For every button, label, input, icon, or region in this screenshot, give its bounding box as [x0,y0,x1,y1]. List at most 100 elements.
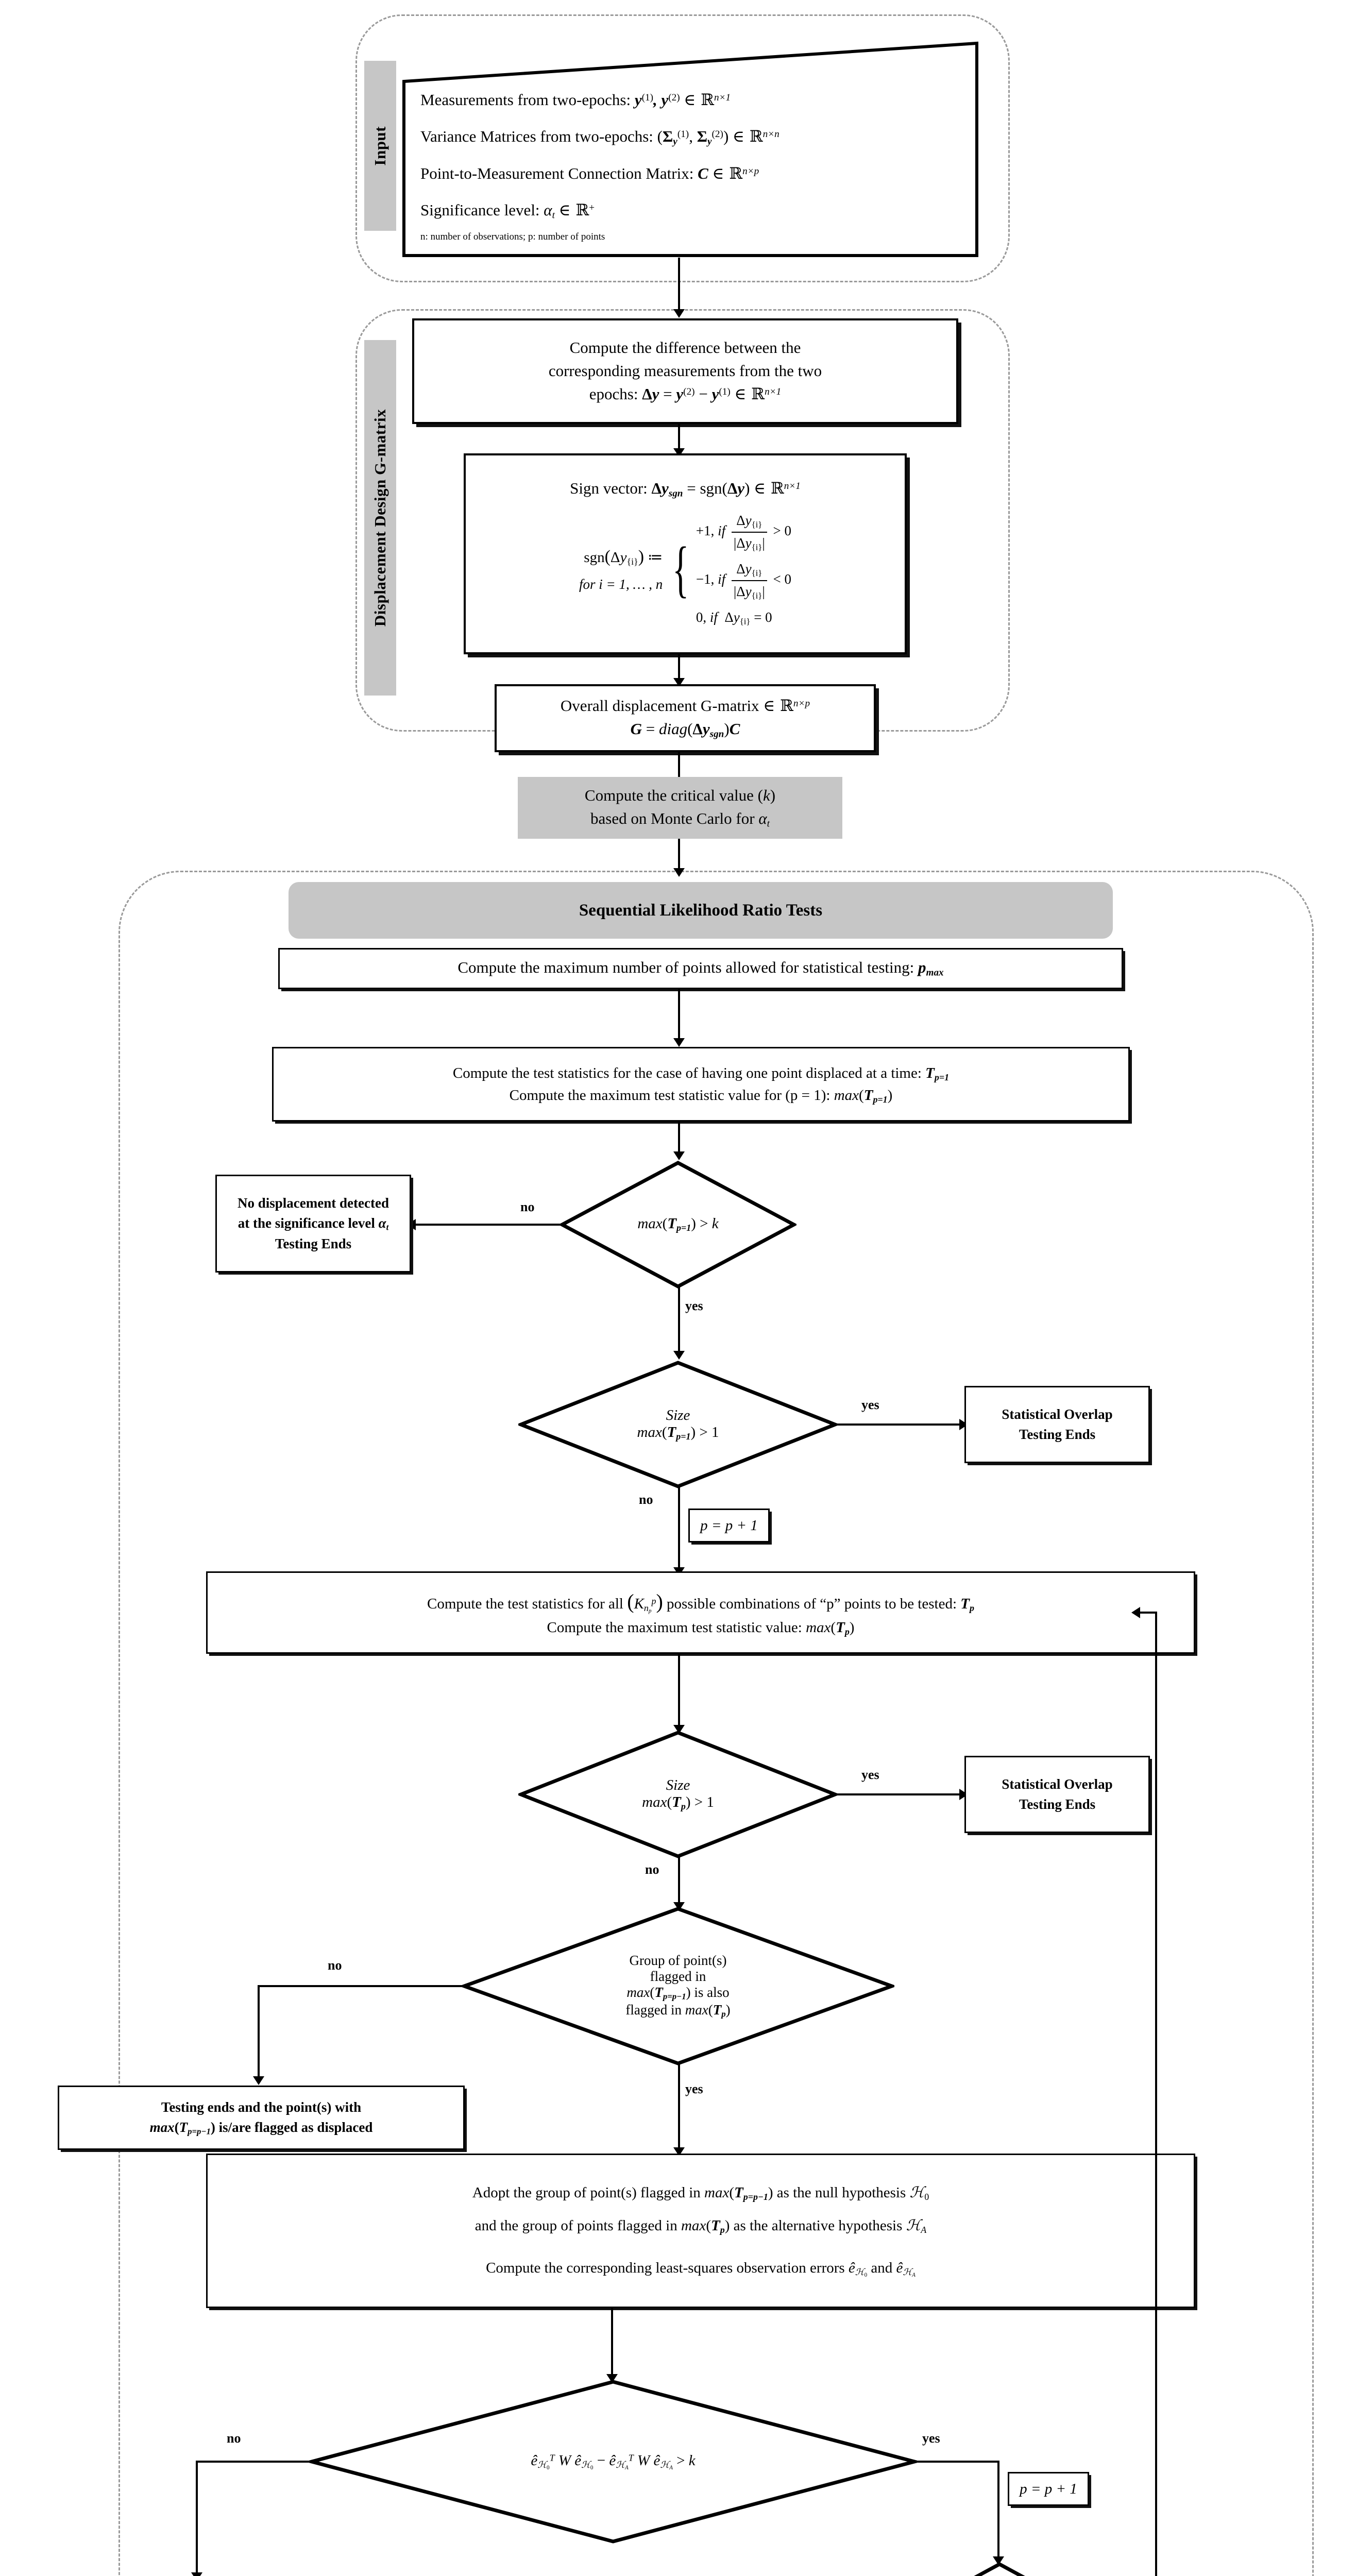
edge-pmax-to-tp1 [678,989,680,1043]
combinations-line-2: Compute the maximum test statistic value… [547,1619,855,1637]
edge-feedback-to-combinations [1136,1612,1157,1614]
input-line-1: Measurements from two-epochs: y(1), y(2)… [420,91,731,109]
decision-size-max-tp-gt-1: Size max(Tp) > 1 [518,1730,838,1859]
sign-vector-box: Sign vector: Δysgn = sgn(Δy) ∈ ℝn×1 sgn(… [464,453,907,654]
increment-box-2: p = p + 1 [1008,2472,1089,2506]
case-brace: { [672,534,689,604]
edge-d5-no-horizontal [196,2461,312,2463]
adopt-hypothesis-box: Adopt the group of point(s) flagged in m… [206,2154,1195,2308]
decision-2-shape [518,1361,838,1488]
edge-label-d4-yes: yes [685,2081,703,2096]
edge-input-to-difference [678,258,680,312]
gmatrix-box: Overall displacement G-matrix ∈ ℝn×p G =… [495,684,876,752]
monte-carlo-box: Compute the critical value (k) based on … [518,777,842,839]
decision-5-shape [309,2380,917,2544]
monte-carlo-line-2: based on Monte Carlo for αt [590,809,770,829]
combinations-line-1: Compute the test statistics for all (Knp… [427,1589,974,1615]
arrowhead-d1-yes [673,1351,685,1360]
sign-vector-lhs: sgn(Δy{i}) ≔ for i = 1, … , n [579,544,663,595]
input-line-2: Variance Matrices from two-epochs: (Σy(1… [420,127,779,147]
edge-label-d2-no: no [639,1492,653,1507]
monte-carlo-line-1: Compute the critical value (k) [584,786,776,805]
no-displacement-line-3: Testing Ends [275,1235,352,1251]
gmatrix-section-label: Displacement Design G-matrix [364,340,396,696]
edge-label-d5-yes: yes [922,2431,940,2446]
sign-case-3: 0, if Δy{i} = 0 [696,609,772,626]
pmax-text: Compute the maximum number of points all… [457,958,944,978]
input-box-outline [402,41,978,257]
difference-line-2: corresponding measurements from the two [548,362,822,380]
statistical-overlap-box-1: Statistical Overlap Testing Ends [964,1386,1150,1463]
edge-combinations-to-d3 [678,1654,680,1731]
difference-line-1: Compute the difference between the [569,338,801,357]
overlap-1-line-1: Statistical Overlap [1002,1406,1113,1422]
tp1-line-1: Compute the test statistics for the case… [452,1065,950,1083]
testing-ends-left-line-2: max(Tp=p−1) is/are flagged as displaced [149,2120,373,2137]
gmatrix-line-2: G = diag(Δysgn)C [630,720,740,740]
arrowhead-d5-yes [993,2556,1004,2565]
edge-d5-yes-horizontal [914,2461,999,2463]
decision-size-max-tp1-gt-1: Size max(Tp=1) > 1 [518,1360,838,1489]
edge-label-d5-no: no [227,2431,241,2446]
overlap-1-line-2: Testing Ends [1019,1427,1096,1442]
slrt-title-text: Sequential Likelihood Ratio Tests [579,901,823,920]
input-line-3: Point-to-Measurement Connection Matrix: … [420,164,759,183]
slrt-title-banner: Sequential Likelihood Ratio Tests [289,882,1113,939]
edge-label-d3-yes: yes [861,1767,879,1782]
difference-line-3: epochs: Δy = y(2) − y(1) ∈ ℝn×1 [589,384,782,403]
adopt-line-2: and the group of points flagged in max(T… [474,2217,927,2235]
edge-label-d3-no: no [645,1862,659,1877]
edge-feedback-vertical [1155,1612,1157,2576]
increment-1-text: p = p + 1 [700,1517,758,1534]
overlap-2-line-2: Testing Ends [1019,1797,1096,1812]
edge-d1-yes [678,1286,680,1356]
decision-group-flagged: Group of point(s) flagged in max(Tp=p−1)… [462,1906,894,2066]
statistical-overlap-box-2: Statistical Overlap Testing Ends [964,1756,1150,1833]
arrowhead-input-to-difference [673,309,685,318]
edge-d2-yes [835,1423,964,1426]
arrowhead-d4-no [253,2076,264,2085]
sign-vector-for: for i = 1, … , n [579,577,663,592]
edge-label-d2-yes: yes [861,1397,879,1412]
edge-d5-yes-vertical [997,2461,999,2564]
decision-p-le-pmax: p ≤ pmax [907,2562,1092,2576]
decision-max-tp1-gt-k: max(Tp=1) > k [560,1160,796,1289]
arrowhead-pmax-to-tp1 [673,1038,685,1047]
edge-d5-no-vertical [196,2461,198,2576]
no-displacement-box: No displacement detected at the signific… [215,1175,411,1273]
no-displacement-line-1: No displacement detected [238,1195,389,1211]
arrowhead-tp1-to-d1 [673,1151,685,1160]
arrowhead-d5-no [191,2572,202,2576]
edge-tp1-to-d1 [678,1122,680,1155]
input-box: Measurements from two-epochs: y(1), y(2)… [402,41,979,258]
sign-case-2: −1, if Δy{i}|Δy{i}| < 0 [696,556,791,605]
increment-box-1: p = p + 1 [688,1509,770,1543]
no-displacement-line-2: at the significance level αt [238,1215,389,1232]
gmatrix-section-label-text: Displacement Design G-matrix [371,409,389,627]
edge-adopt-to-d5 [611,2308,613,2380]
decision-1-shape [560,1161,796,1289]
input-note: n: number of observations; p: number of … [420,231,605,243]
edge-d4-no-horizontal [258,1985,464,1987]
gmatrix-line-1: Overall displacement G-matrix ∈ ℝn×p [560,697,810,716]
edge-label-d1-no: no [520,1199,535,1214]
edge-sign-to-gmatrix [678,654,680,681]
sign-vector-title: Sign vector: Δysgn = sgn(Δy) ∈ ℝn×1 [570,479,801,499]
combinations-box: Compute the test statistics for all (Knp… [206,1571,1195,1654]
tp1-line-2: Compute the maximum test statistic value… [509,1087,893,1105]
edge-gmatrix-to-montecarlo [678,752,680,784]
arrowhead-feedback-to-combinations [1131,1607,1140,1618]
edge-d3-yes [835,1793,964,1795]
adopt-line-3: Compute the corresponding least-squares … [486,2260,916,2279]
edge-d1-no [412,1224,563,1226]
arrowhead-montecarlo-to-slrt [673,868,685,877]
edge-montecarlo-to-slrt [678,839,680,872]
edge-d4-yes [678,2063,680,2154]
sign-case-1: +1, if Δy{i}|Δy{i}| > 0 [696,508,791,556]
decision-6-shape [974,2562,1025,2576]
decision-4-shape [462,1907,894,2065]
input-section-label: Input [364,61,396,231]
input-section-container [355,14,1010,282]
adopt-line-1: Adopt the group of point(s) flagged in m… [472,2184,929,2202]
